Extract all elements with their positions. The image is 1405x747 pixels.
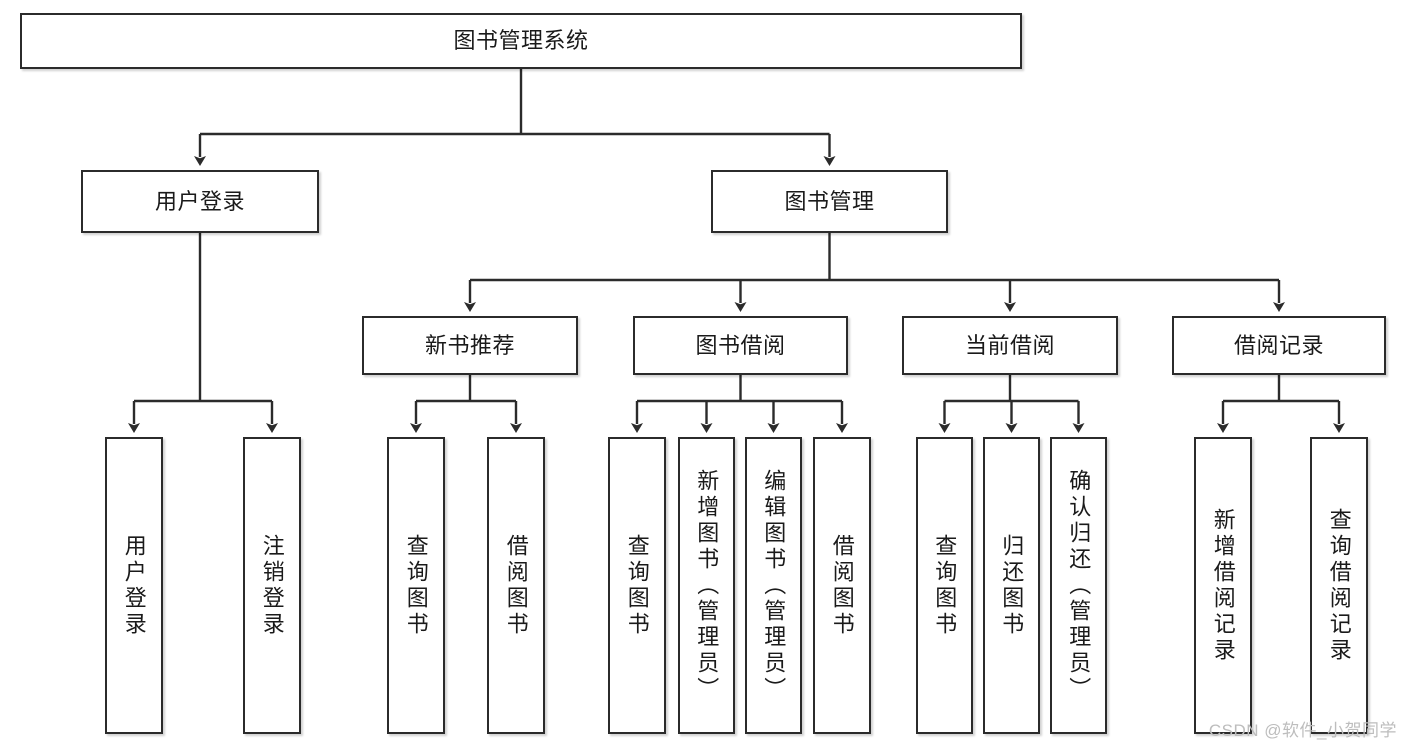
- node-book-borrowing-label: 图书借阅: [695, 332, 786, 358]
- node-borrowing-record-label: 借阅记录: [1233, 332, 1324, 358]
- leaf-user-login[interactable]: 用户登录: [105, 437, 163, 734]
- leaf-add-book-admin-label: 新增图书（管理员）: [694, 468, 720, 703]
- node-user-login[interactable]: 用户登录: [81, 170, 319, 233]
- leaf-borrow-book-recommendation-label: 借阅图书: [503, 533, 529, 638]
- leaf-borrow-book-recommendation[interactable]: 借阅图书: [487, 437, 545, 734]
- node-new-book-recommendation-label: 新书推荐: [424, 332, 515, 358]
- node-root[interactable]: 图书管理系统: [20, 13, 1022, 69]
- leaf-return-book[interactable]: 归还图书: [983, 437, 1040, 734]
- leaf-user-login-label: 用户登录: [121, 533, 147, 638]
- leaf-add-borrowing-record-label: 新增借阅记录: [1210, 507, 1236, 664]
- leaf-edit-book-admin[interactable]: 编辑图书（管理员）: [745, 437, 802, 734]
- node-borrowing-record[interactable]: 借阅记录: [1172, 316, 1386, 375]
- leaf-confirm-return-admin-label: 确认归还（管理员）: [1066, 468, 1092, 703]
- node-root-label: 图书管理系统: [453, 28, 589, 54]
- leaf-logout-login-label: 注销登录: [259, 533, 285, 638]
- leaf-query-book-current-label: 查询图书: [932, 533, 958, 638]
- leaf-borrow-book-label: 借阅图书: [829, 533, 855, 638]
- node-current-borrowing[interactable]: 当前借阅: [902, 316, 1118, 375]
- node-book-management[interactable]: 图书管理: [711, 170, 948, 233]
- node-new-book-recommendation[interactable]: 新书推荐: [362, 316, 578, 375]
- edge-group: [128, 69, 1345, 433]
- leaf-query-book-recommendation[interactable]: 查询图书: [387, 437, 445, 734]
- leaf-edit-book-admin-label: 编辑图书（管理员）: [761, 468, 787, 703]
- node-book-borrowing[interactable]: 图书借阅: [633, 316, 848, 375]
- leaf-query-book-recommendation-label: 查询图书: [403, 533, 429, 638]
- leaf-add-borrowing-record[interactable]: 新增借阅记录: [1194, 437, 1252, 734]
- node-current-borrowing-label: 当前借阅: [964, 332, 1055, 358]
- leaf-confirm-return-admin[interactable]: 确认归还（管理员）: [1050, 437, 1107, 734]
- node-book-management-label: 图书管理: [784, 188, 875, 214]
- leaf-add-book-admin[interactable]: 新增图书（管理员）: [678, 437, 735, 734]
- leaf-query-book-borrowing[interactable]: 查询图书: [608, 437, 666, 734]
- leaf-logout-login[interactable]: 注销登录: [243, 437, 301, 734]
- leaf-return-book-label: 归还图书: [999, 533, 1025, 638]
- leaf-query-borrowing-record[interactable]: 查询借阅记录: [1310, 437, 1368, 734]
- node-user-login-label: 用户登录: [154, 188, 245, 214]
- leaf-query-book-borrowing-label: 查询图书: [624, 533, 650, 638]
- leaf-query-borrowing-record-label: 查询借阅记录: [1326, 507, 1352, 664]
- leaf-query-book-current[interactable]: 查询图书: [916, 437, 973, 734]
- leaf-borrow-book[interactable]: 借阅图书: [813, 437, 871, 734]
